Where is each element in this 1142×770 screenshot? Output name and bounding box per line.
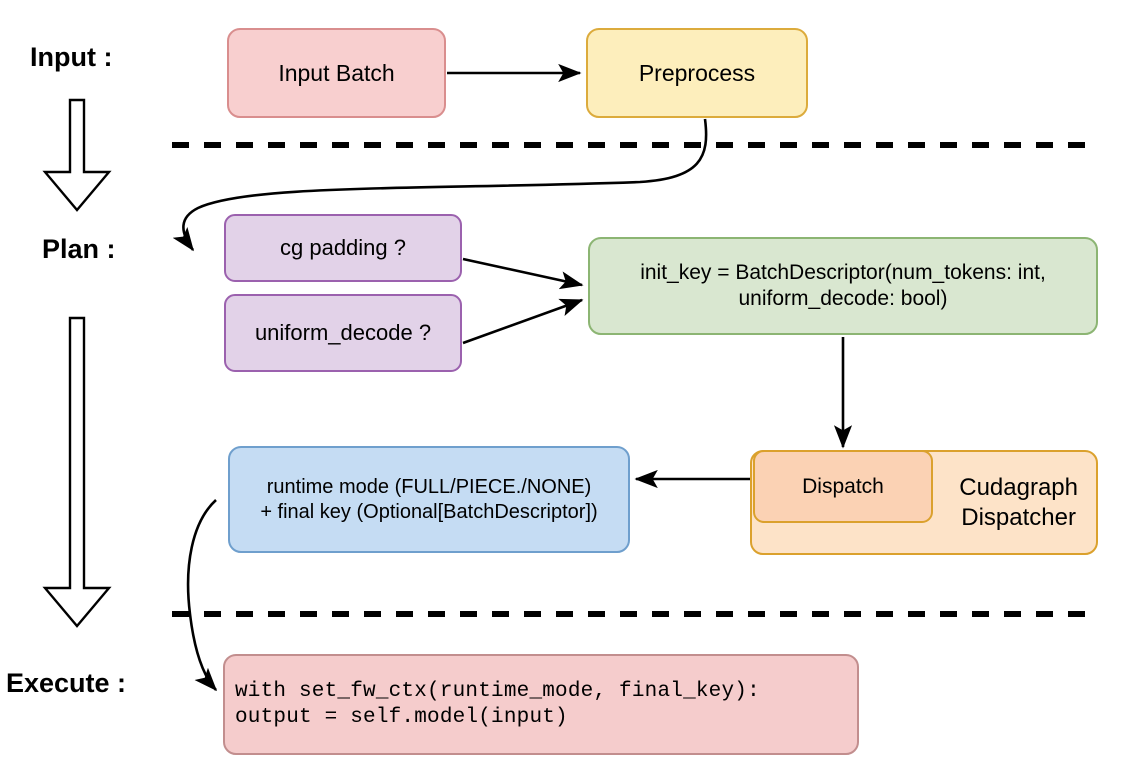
node-uniform-decode[interactable]: uniform_decode ?	[224, 294, 462, 372]
edge-cg-padding-to-init-key	[462, 257, 584, 290]
plan-to-execute-arrow	[42, 316, 112, 628]
node-dispatch[interactable]: Dispatch	[753, 450, 933, 523]
node-cg-padding[interactable]: cg padding ?	[224, 214, 462, 282]
stage-label-execute: Execute :	[6, 668, 127, 698]
edge-runtime-mode-to-code	[186, 499, 218, 692]
node-code-block[interactable]: with set_fw_ctx(runtime_mode, final_key)…	[223, 654, 859, 755]
node-runtime-mode[interactable]: runtime mode (FULL/PIECE./NONE) + final …	[228, 446, 630, 553]
input-to-plan-arrow	[42, 98, 112, 212]
node-init-key[interactable]: init_key = BatchDescriptor(num_tokens: i…	[588, 237, 1098, 335]
edge-uniform-decode-to-init-key	[462, 298, 584, 345]
node-preprocess[interactable]: Preprocess	[586, 28, 808, 118]
stage-label-plan: Plan :	[42, 234, 116, 264]
node-input-batch[interactable]: Input Batch	[227, 28, 446, 118]
stage-label-input: Input :	[30, 42, 113, 72]
